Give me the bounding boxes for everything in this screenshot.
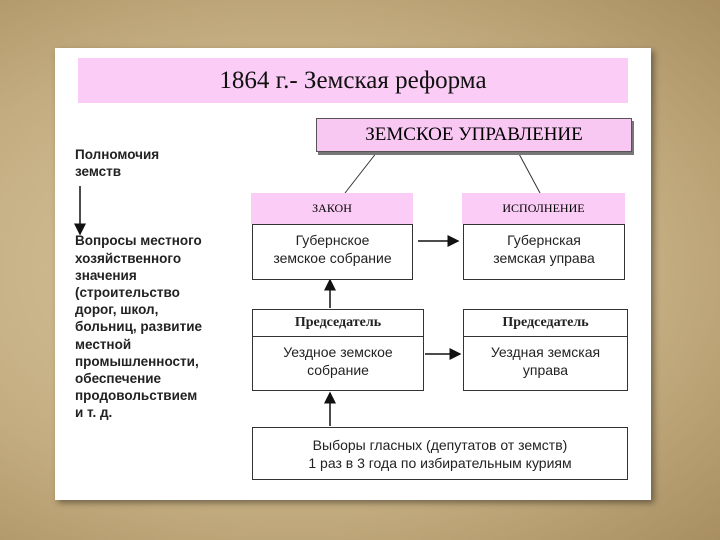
powers-line: промышленности, [75, 353, 199, 369]
powers-line: (строительство [75, 285, 180, 301]
box-text: земская управа [493, 250, 595, 266]
chairman-label: Председатель [464, 310, 627, 337]
elections-box: Выборы гласных (депутатов от земств) 1 ра… [252, 427, 628, 480]
district-board-box: Председатель Уездная земская управа [463, 309, 628, 391]
line-to-law [344, 151, 378, 194]
district-assembly-box: Председатель Уездное земское собрание [252, 309, 424, 391]
box-text: Уездное земское [283, 344, 393, 360]
powers-line: больниц, развитие [75, 319, 203, 335]
box-text: Уездная земская [490, 344, 601, 360]
box-text: Губернское [295, 232, 370, 248]
box-text: собрание [307, 362, 369, 378]
zemstvo-governance-box: ЗЕМСКОЕ УПРАВЛЕНИЕ [316, 118, 632, 152]
powers-line: Вопросы местного [75, 233, 202, 249]
box-text: 1 раз в 3 года по избирательным куриям [308, 455, 572, 471]
powers-line: и т. д. [75, 405, 113, 421]
line-to-execution [517, 151, 541, 194]
slide-title: 1864 г.- Земская реформа [78, 58, 628, 103]
powers-heading: Полномочия [75, 147, 160, 162]
powers-line: продовольствием [75, 388, 198, 404]
box-text: земское собрание [273, 250, 392, 266]
powers-line: значения [75, 267, 137, 283]
box-text: Выборы гласных (депутатов от земств) [312, 437, 568, 453]
box-text: управа [522, 362, 569, 378]
powers-line: обеспечение [75, 371, 162, 387]
box-text: Губернская [507, 232, 581, 248]
powers-line: местной [75, 336, 132, 352]
powers-line: дорог, школ, [75, 302, 159, 318]
powers-line: хозяйственного [75, 250, 182, 266]
powers-heading: земств [75, 164, 122, 180]
execution-label: ИСПОЛНЕНИЕ [462, 193, 625, 224]
provincial-board-box: Губернская земская управа [463, 224, 625, 280]
law-label: ЗАКОН [251, 193, 413, 224]
powers-text: Полномочия земств Вопросы местного хозяй… [75, 146, 202, 422]
provincial-assembly-box: Губернское земское собрание [252, 224, 413, 280]
chairman-label: Председатель [253, 310, 423, 337]
